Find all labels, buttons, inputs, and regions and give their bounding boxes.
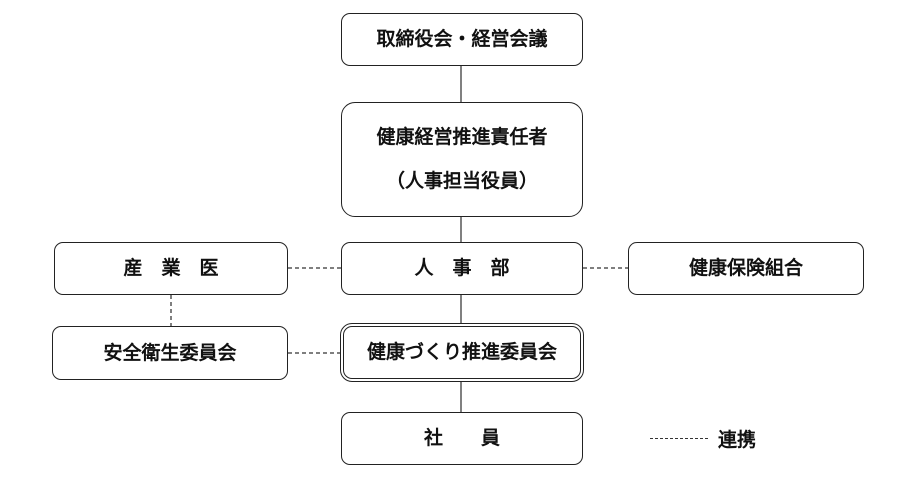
legend: 連携 [650, 425, 756, 452]
hr-label: 人 事 部 [414, 257, 510, 280]
safety-label: 安全衛生委員会 [103, 341, 237, 364]
employees-label: 社 員 [423, 427, 500, 450]
promotion-node: 健康づくり推進委員会 [340, 323, 584, 382]
legend-dashed-line [650, 438, 708, 439]
board-node: 取締役会・経営会議 [341, 13, 583, 66]
promotion-label: 健康づくり推進委員会 [366, 341, 557, 364]
legend-label: 連携 [718, 429, 757, 451]
employees-node: 社 員 [341, 412, 583, 465]
safety-node: 安全衛生委員会 [52, 326, 288, 380]
insurance-node: 健康保険組合 [628, 242, 864, 295]
insurance-label: 健康保険組合 [688, 257, 803, 280]
officer-node: 健康経営推進責任者 （人事担当役員） [341, 102, 583, 217]
officer-subtitle: （人事担当役員） [385, 169, 538, 192]
doctor-node: 産 業 医 [54, 242, 288, 295]
officer-label: 健康経営推進責任者 [376, 126, 548, 149]
hr-node: 人 事 部 [341, 242, 583, 295]
board-label: 取締役会・経営会議 [376, 28, 548, 51]
doctor-label: 産 業 医 [123, 257, 219, 280]
